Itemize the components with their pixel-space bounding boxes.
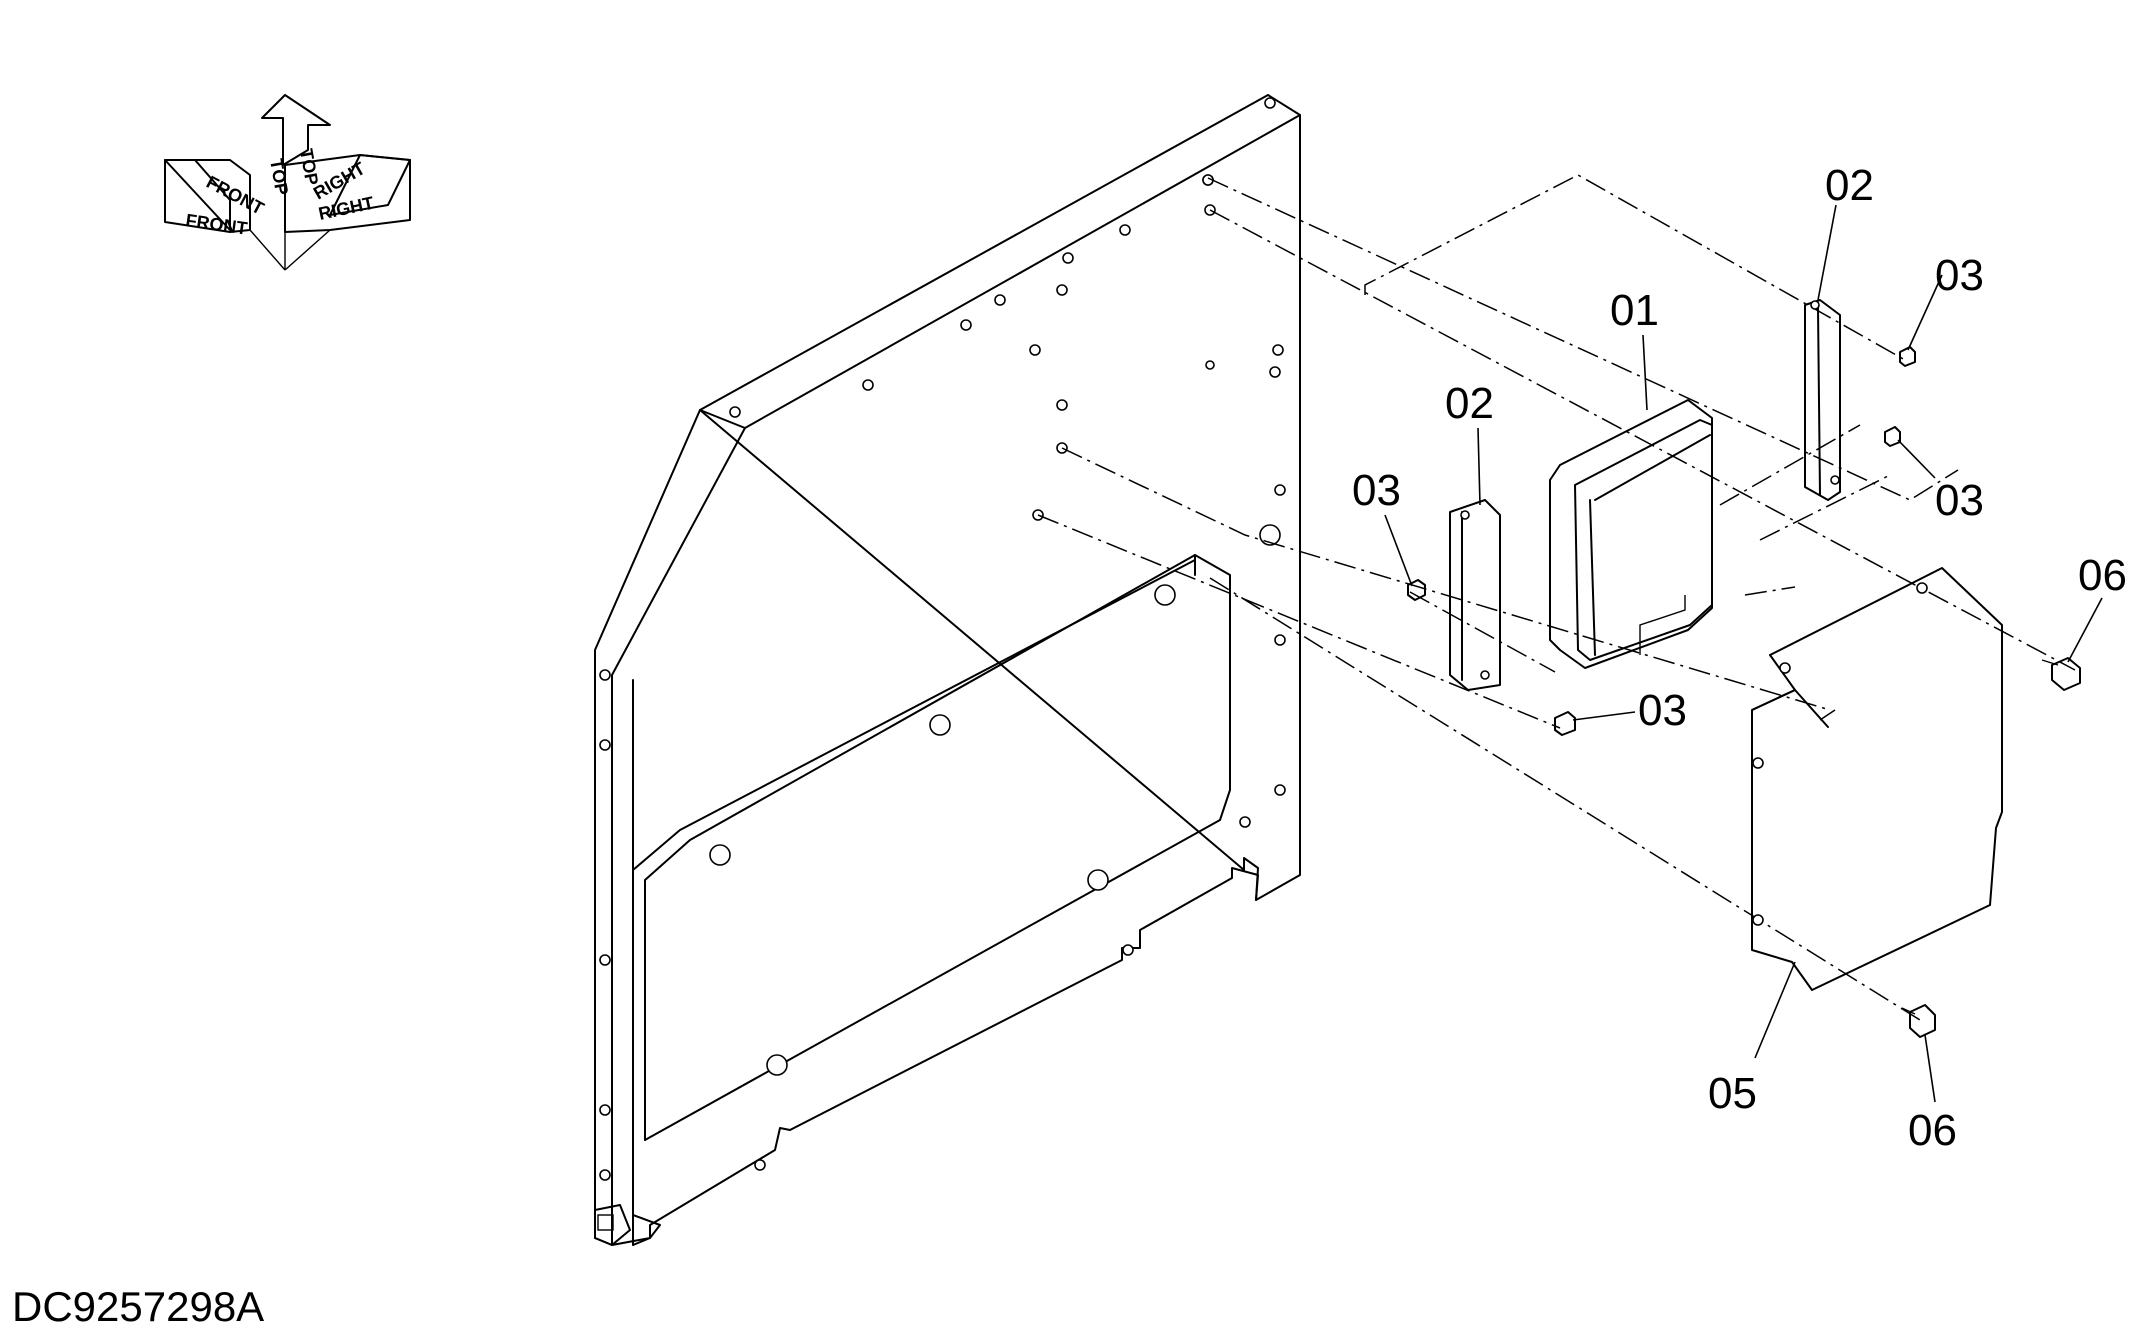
callout-03-right: 03 [1935, 476, 1984, 525]
orientation-indicator: FRONT FRONT TOP TOP RIGHT RIGHT [164, 94, 411, 271]
callout-02-left: 02 [1445, 379, 1494, 428]
controller-box [1549, 399, 1713, 669]
callout-06-lower: 06 [1908, 1106, 1957, 1155]
callout-05: 05 [1708, 1069, 1757, 1118]
top-label: TOP [266, 157, 292, 197]
assembly-leader-lines [1037, 174, 2076, 1021]
callout-03-lower: 03 [1638, 686, 1687, 735]
bolts [1407, 346, 2081, 1038]
callout-06-upper: 06 [2078, 551, 2127, 600]
callout-02-right: 02 [1825, 161, 1874, 210]
callout-leader-lines [1384, 204, 2103, 1103]
callout-01: 01 [1610, 286, 1659, 335]
cover-plate [1751, 567, 2003, 991]
mounting-panel [594, 94, 1301, 1246]
callout-03-upper-right: 03 [1935, 251, 1984, 300]
callout-03-left: 03 [1352, 466, 1401, 515]
bracket-left [1449, 499, 1501, 691]
callout-labels: 01 02 02 03 03 03 03 05 06 06 [1352, 161, 2127, 1155]
drawing-number: DC9257298A [12, 1283, 265, 1330]
front-label: FRONT [184, 210, 248, 238]
bracket-right [1804, 299, 1841, 501]
